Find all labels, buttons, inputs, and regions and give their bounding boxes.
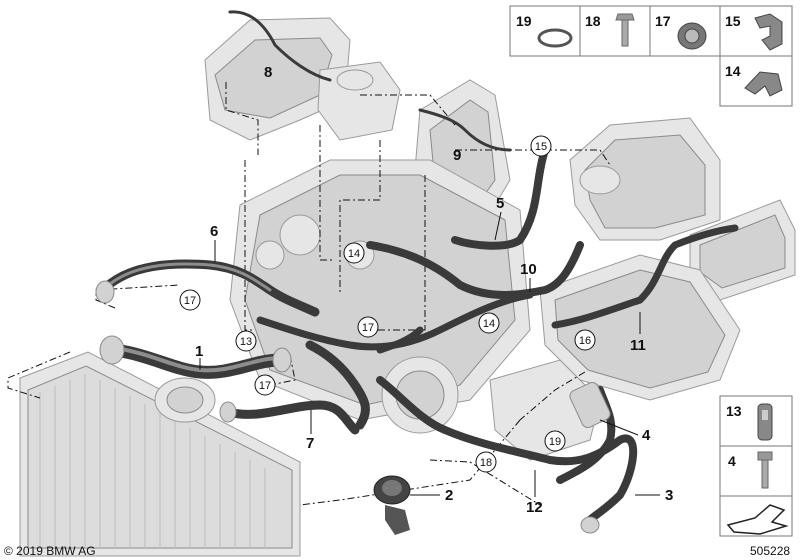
svg-text:16: 16	[579, 335, 591, 347]
callout-12[interactable]: 12	[526, 499, 543, 516]
callout-11[interactable]: 11	[630, 337, 646, 354]
svg-text:18: 18	[480, 457, 492, 469]
hose-5	[451, 146, 549, 250]
svg-text:13: 13	[726, 403, 742, 419]
callout-7[interactable]: 7	[306, 435, 314, 452]
callout-17c[interactable]: 17	[254, 374, 276, 396]
bracket-icon	[757, 403, 773, 441]
svg-text:19: 19	[549, 436, 561, 448]
oil-cooler	[689, 199, 796, 301]
callout-17a[interactable]: 17	[179, 289, 201, 311]
svg-text:13: 13	[240, 336, 252, 348]
part-2-thermostat	[373, 475, 411, 535]
callout-9[interactable]: 9	[453, 147, 461, 164]
svg-text:4: 4	[728, 453, 736, 469]
svg-text:17: 17	[362, 322, 374, 334]
hose-11	[551, 224, 739, 329]
expansion-tank	[569, 117, 721, 241]
legend-item-17[interactable]: 17	[649, 5, 721, 57]
clip-icon	[744, 71, 783, 97]
callout-10[interactable]: 10	[520, 261, 537, 278]
circled-callouts: 13 14 14 15 16 17 17 17 18 19	[179, 135, 596, 473]
callout-14a[interactable]: 14	[343, 242, 365, 264]
callout-5[interactable]: 5	[496, 195, 504, 212]
callout-19[interactable]: 19	[544, 430, 566, 452]
hoses	[95, 10, 739, 534]
diagram-number: 505228	[750, 544, 790, 558]
svg-text:18: 18	[585, 13, 601, 29]
svg-text:19: 19	[516, 13, 532, 29]
hose-9	[418, 108, 512, 152]
svg-text:17: 17	[184, 295, 196, 307]
screw-icon	[615, 13, 635, 47]
copyright: © 2019 BMW AG	[4, 544, 96, 558]
direction-arrow-box	[719, 495, 793, 537]
legend: 19 18 17 15	[509, 5, 793, 107]
holder-icon	[754, 13, 783, 51]
hose-7	[223, 400, 360, 435]
svg-text:14: 14	[725, 63, 741, 79]
callout-14b[interactable]: 14	[478, 312, 500, 334]
direction-arrow-icon	[726, 504, 789, 535]
callout-18[interactable]: 18	[475, 451, 497, 473]
radiator	[19, 351, 301, 557]
callout-15[interactable]: 15	[530, 135, 552, 157]
legend-item-14[interactable]: 14	[719, 55, 793, 107]
svg-text:17: 17	[655, 13, 671, 29]
callout-6[interactable]: 6	[210, 223, 218, 240]
svg-text:15: 15	[725, 13, 741, 29]
side-legend: 13 4	[719, 395, 793, 537]
legend-item-18[interactable]: 18	[579, 5, 651, 57]
callout-1[interactable]: 1	[195, 343, 203, 360]
callout-8[interactable]: 8	[264, 64, 272, 81]
hose-clamp-icon	[537, 28, 573, 48]
callout-17b[interactable]: 17	[357, 316, 379, 338]
bolt-icon	[757, 451, 773, 489]
callout-13[interactable]: 13	[235, 330, 257, 352]
legend-item-4[interactable]: 4	[719, 445, 793, 497]
part-4-valve	[569, 382, 611, 428]
callout-3[interactable]: 3	[665, 487, 673, 504]
callout-labels: 1 2 3 4 5 6 7 8 9 10 11 12	[195, 64, 673, 516]
connector-icon	[677, 22, 707, 50]
hose-3	[376, 376, 638, 524]
svg-text:14: 14	[483, 318, 495, 330]
svg-text:15: 15	[535, 141, 547, 153]
legend-item-15[interactable]: 15	[719, 5, 793, 57]
air-box	[204, 17, 401, 141]
engine-components	[19, 17, 796, 557]
svg-text:17: 17	[259, 380, 271, 392]
legend-item-19[interactable]: 19	[509, 5, 581, 57]
callout-16[interactable]: 16	[574, 329, 596, 351]
callout-4[interactable]: 4	[642, 427, 651, 444]
hose-10	[366, 241, 584, 299]
callout-2[interactable]: 2	[445, 487, 453, 504]
hose-8	[228, 10, 332, 82]
svg-text:14: 14	[348, 248, 360, 260]
auxiliary-pump	[154, 377, 216, 423]
legend-item-13[interactable]: 13	[719, 395, 793, 447]
